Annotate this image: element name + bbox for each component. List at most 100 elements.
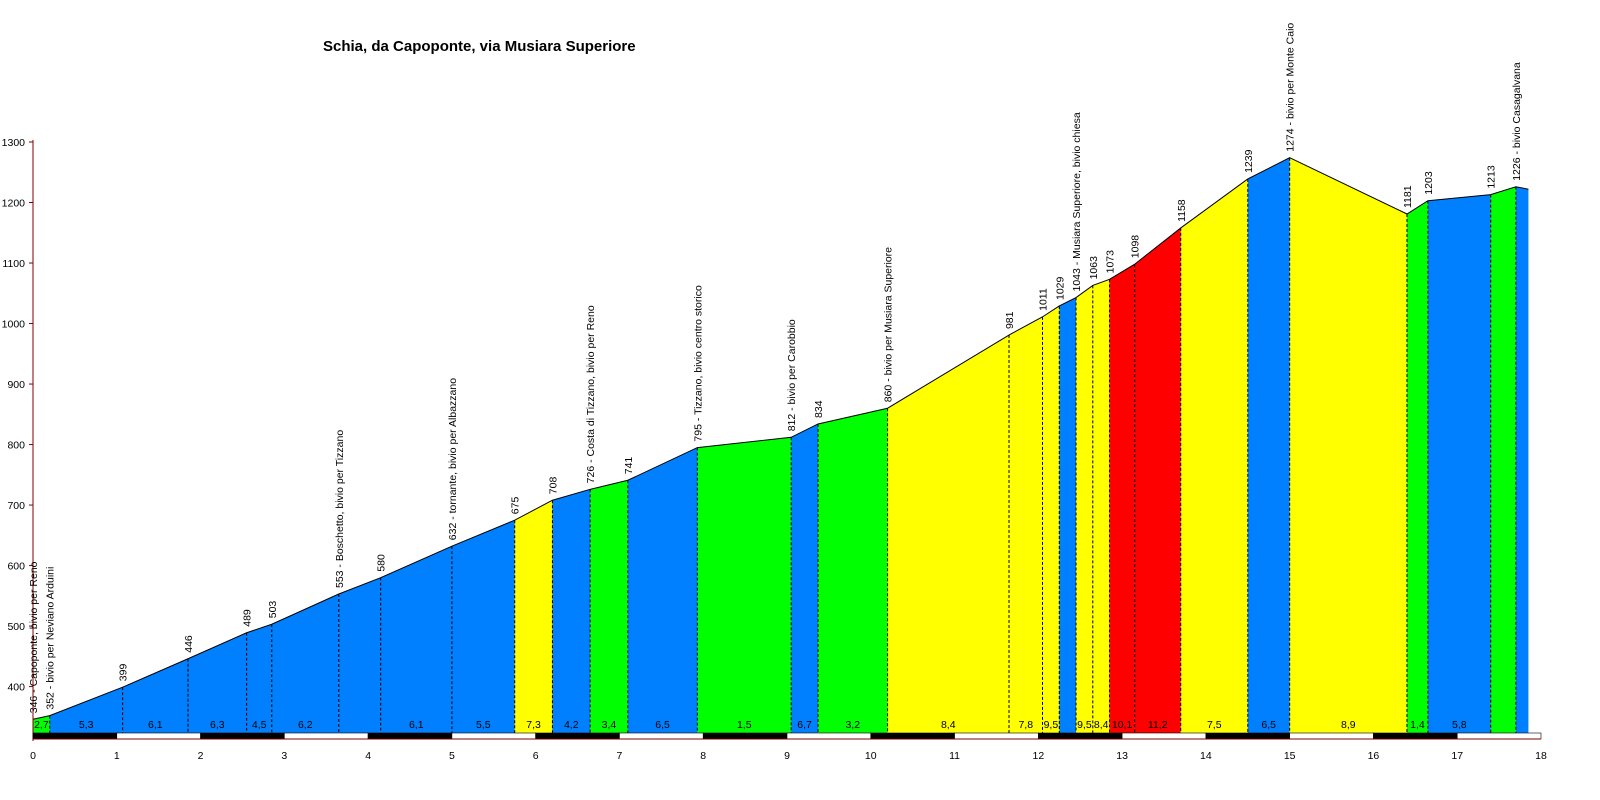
- y-tick-label-2: 600: [7, 561, 25, 573]
- segment-3: [187, 632, 247, 733]
- gradient-label-22: 10,1: [1112, 719, 1133, 731]
- gradient-label-18: 9,5: [1044, 719, 1059, 731]
- gradient-label-2: 6,1: [148, 719, 163, 731]
- segment-27: [1406, 200, 1428, 734]
- x-tick-label-12: 12: [1032, 750, 1044, 762]
- waypoint-label-19: 1029: [1054, 276, 1066, 300]
- km-block-15: [1289, 732, 1374, 740]
- km-block-17: [1456, 732, 1542, 740]
- waypoint-label-12: 741: [623, 457, 635, 475]
- waypoint-label-8: 632 - tornante, bivio per Albazzano: [447, 378, 459, 540]
- segment-18: [1042, 305, 1060, 733]
- waypoint-label-21: 1063: [1088, 256, 1100, 280]
- gradient-label-14: 6,7: [797, 719, 812, 731]
- x-tick-label-17: 17: [1451, 750, 1463, 762]
- x-tick-label-8: 8: [700, 750, 706, 762]
- y-tick-label-7: 1100: [2, 258, 25, 270]
- km-block-7: [619, 732, 704, 740]
- gradient-label-20: 9,5: [1077, 719, 1092, 731]
- waypoint-label-20: 1043 - Musiara Superiore, bivio chiesa: [1071, 112, 1083, 291]
- segment-20: [1076, 285, 1093, 733]
- waypoint-label-2: 399: [118, 664, 130, 682]
- waypoint-label-27: 1181: [1402, 185, 1414, 208]
- waypoint-label-26: 1274 - bivio per Monte Caio: [1285, 23, 1297, 152]
- segment-13: [697, 437, 792, 733]
- km-block-3: [284, 732, 369, 740]
- gradient-label-4: 4,5: [252, 719, 267, 731]
- gradient-label-5: 6,2: [298, 719, 313, 731]
- gradient-label-8: 5,5: [476, 719, 491, 731]
- segment-12: [627, 447, 698, 733]
- axes: [29, 140, 1542, 741]
- y-tick-label-5: 900: [7, 379, 25, 391]
- gradient-label-24: 7,5: [1207, 719, 1222, 731]
- x-tick-label-1: 1: [114, 750, 120, 762]
- segment-14: [791, 423, 818, 733]
- y-tick-label-3: 700: [7, 500, 25, 512]
- waypoint-label-11: 726 - Costa di Tizzano, bivio per Reno: [585, 305, 597, 483]
- y-tick-label-4: 800: [7, 440, 25, 452]
- segment-26: [1289, 157, 1407, 733]
- chart-title: Schia, da Capoponte, via Musiara Superio…: [323, 38, 636, 55]
- gradient-label-10: 4,2: [564, 719, 579, 731]
- waypoint-label-1: 352 - bivio per Neviano Arduini: [45, 567, 57, 710]
- x-tick-label-9: 9: [784, 750, 790, 762]
- y-tick-label-1: 500: [7, 621, 25, 633]
- x-tick-label-14: 14: [1200, 750, 1212, 762]
- waypoint-label-5: 503: [267, 601, 279, 619]
- x-tick-label-0: 0: [30, 750, 36, 762]
- km-block-1: [116, 732, 201, 740]
- km-block-0: [32, 732, 118, 740]
- km-block-12: [1038, 732, 1123, 740]
- km-block-10: [870, 732, 955, 740]
- waypoint-label-14: 812 - bivio per Carobbio: [786, 319, 798, 431]
- gradient-label-1: 5,3: [79, 719, 94, 731]
- segment-1: [49, 687, 123, 733]
- gradient-label-15: 3,2: [845, 719, 860, 731]
- segment-5: [271, 594, 339, 733]
- waypoint-label-18: 1011: [1038, 288, 1050, 311]
- waypoint-label-3: 446: [183, 635, 195, 653]
- segment-2: [122, 658, 188, 733]
- segment-8: [451, 520, 515, 733]
- segment-4: [246, 624, 272, 733]
- waypoint-label-16: 860 - bivio per Musiara Superiore: [883, 247, 895, 402]
- waypoint-label-24: 1158: [1176, 199, 1188, 222]
- segment-7: [380, 546, 452, 733]
- km-block-14: [1205, 732, 1290, 740]
- segment-29: [1490, 186, 1516, 733]
- waypoint-label-28: 1203: [1423, 171, 1435, 195]
- segment-19: [1059, 297, 1077, 733]
- y-tick-label-9: 1300: [2, 137, 26, 149]
- y-tick-label-0: 400: [7, 682, 25, 694]
- segment-30: [1515, 186, 1529, 733]
- segment-10: [552, 489, 591, 733]
- waypoint-label-15: 834: [813, 400, 825, 418]
- segment-6: [338, 577, 381, 733]
- gradient-label-0: 2,7: [34, 719, 49, 731]
- km-block-16: [1373, 732, 1458, 740]
- segment-15: [817, 408, 888, 733]
- waypoint-label-23: 1098: [1130, 235, 1142, 259]
- profile-line: [32, 157, 1529, 720]
- segment-23: [1134, 227, 1181, 733]
- segment-17: [1009, 316, 1043, 733]
- x-tick-label-5: 5: [449, 750, 455, 762]
- gradient-label-7: 6,1: [409, 719, 424, 731]
- waypoint-label-4: 489: [242, 609, 254, 627]
- gradient-label-25: 6,5: [1261, 719, 1276, 731]
- gradient-label-23: 11,2: [1148, 719, 1168, 731]
- x-tick-label-2: 2: [198, 750, 204, 762]
- y-tick-label-8: 1200: [2, 198, 26, 210]
- waypoint-label-29: 1213: [1486, 165, 1498, 189]
- gradient-label-9: 7,3: [526, 719, 541, 731]
- y-tick-label-6: 1000: [2, 319, 26, 331]
- x-tick-label-15: 15: [1284, 750, 1296, 762]
- x-tick-label-16: 16: [1368, 750, 1380, 762]
- waypoint-label-10: 708: [547, 477, 559, 495]
- segment-25: [1247, 157, 1290, 733]
- gradient-label-28: 5,8: [1452, 719, 1467, 731]
